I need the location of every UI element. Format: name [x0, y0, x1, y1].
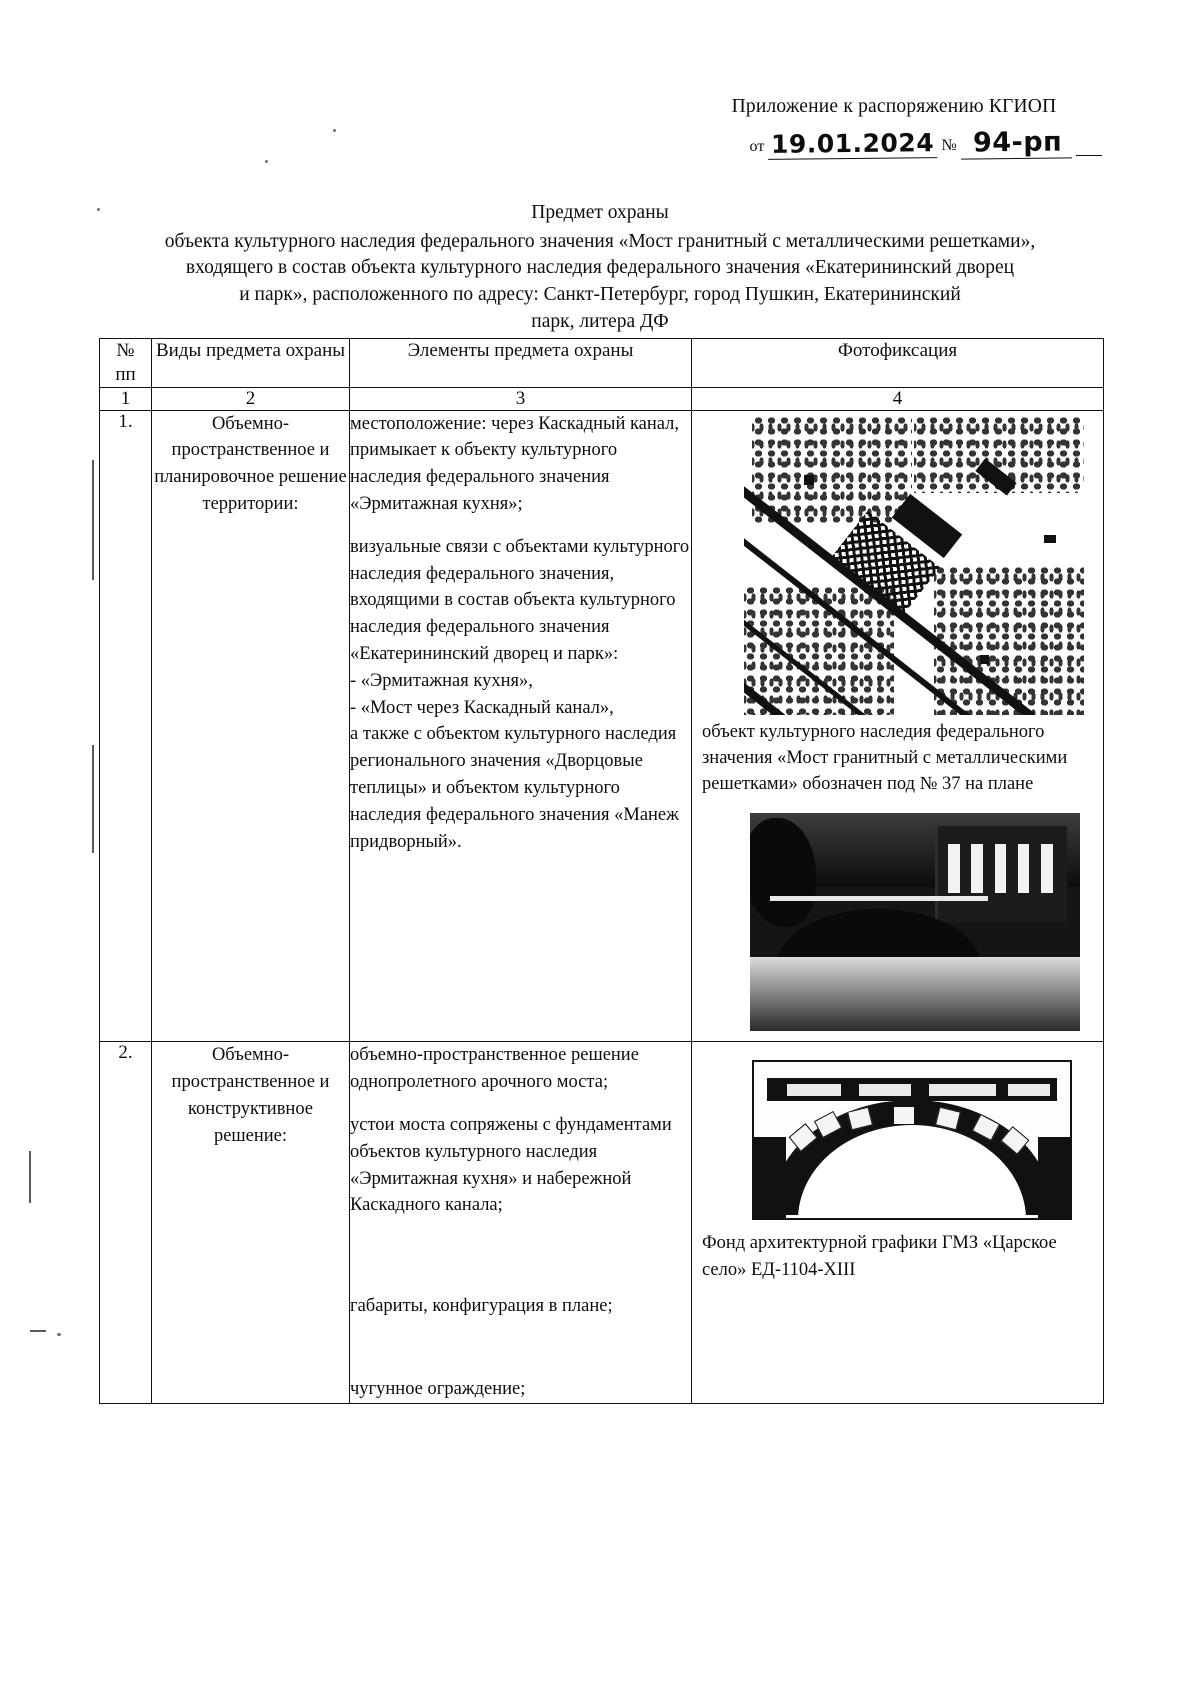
- archival-drawing-image: [752, 1060, 1072, 1221]
- column-header-kinds: Виды предмета охраны: [151, 338, 350, 388]
- scan-margin-mark: [92, 745, 94, 853]
- column-header-number: № пп: [99, 338, 152, 388]
- photo-caption: Фонд архитектурной графики ГМЗ «Царское …: [702, 1233, 1057, 1280]
- element-item: - «Эрмитажная кухня»,: [350, 670, 533, 691]
- column-header-photofixation: Фотофиксация: [691, 338, 1104, 388]
- from-label: от: [749, 138, 765, 155]
- title-line-3: и парк», расположенного по адресу: Санкт…: [239, 284, 961, 306]
- column-number-2: 2: [151, 386, 350, 411]
- scan-margin-mark: [30, 1330, 46, 1332]
- appendix-line: Приложение к распоряжению КГИОП: [731, 96, 1057, 117]
- row-kind: Объемно-пространственное и планировочное…: [151, 409, 350, 1043]
- order-number-handwritten: 94-рп: [960, 127, 1073, 160]
- scan-margin-mark: [29, 1151, 31, 1203]
- row-photofixation: Фонд архитектурной графики ГМЗ «Царское …: [691, 1041, 1104, 1404]
- row-index: 1.: [99, 409, 152, 1043]
- column-header-elements: Элементы предмета охраны: [349, 338, 692, 388]
- row-elements: объемно-пространственное решение однопро…: [349, 1041, 692, 1404]
- row-elements: местоположение: через Каскадный канал, п…: [349, 409, 692, 1043]
- plan-fragment-image: [744, 414, 1084, 715]
- column-number-3: 3: [349, 386, 692, 411]
- table-header-row: № пп Виды предмета охраны Элементы предм…: [99, 338, 1104, 388]
- element-item: местоположение: через Каскадный канал, п…: [350, 413, 680, 514]
- photo-caption: объект культурного наследия федерального…: [702, 721, 1068, 795]
- title-line-1: объекта культурного наследия федеральног…: [164, 230, 1036, 252]
- title-block: Предмет охраны объекта культурного насле…: [100, 200, 1100, 336]
- element-item: устои моста сопряжены с фундаментами объ…: [350, 1114, 672, 1216]
- element-item: габариты, конфигурация в плане;: [350, 1296, 613, 1317]
- row-kind: Объемно-пространственное и конструктивно…: [151, 1041, 350, 1404]
- scan-speck: [57, 1333, 61, 1336]
- row-photofixation: объект культурного наследия федерального…: [691, 409, 1104, 1043]
- protection-subject-table: № пп Виды предмета охраны Элементы предм…: [99, 338, 1104, 1404]
- element-item: - «Мост через Каскадный канал»,: [350, 697, 614, 718]
- column-number-4: 4: [691, 386, 1104, 411]
- table-row: 1. Объемно-пространственное и планировоч…: [99, 409, 1104, 1043]
- table-column-number-row: 1 2 3 4: [99, 386, 1104, 411]
- signature-rule: [1076, 155, 1102, 156]
- column-number-1: 1: [99, 386, 152, 411]
- scan-speck: [97, 208, 100, 211]
- title-line-2: входящего в состав объекта культурного н…: [185, 257, 1015, 279]
- scan-margin-mark: [92, 460, 94, 580]
- element-item: а также с объектом культурного наследия …: [350, 724, 679, 852]
- element-item: визуальные связи с объектами культурного…: [350, 536, 690, 664]
- order-date-handwritten: 19.01.2024: [768, 128, 938, 160]
- bridge-photograph: [750, 813, 1080, 1032]
- row-index: 2.: [99, 1041, 152, 1404]
- scan-speck: [333, 129, 336, 132]
- page-title: Предмет охраны: [531, 202, 669, 223]
- document-header: Приложение к распоряжению КГИОП от 19.01…: [684, 96, 1104, 160]
- table-row: 2. Объемно-пространственное и конструкти…: [99, 1041, 1104, 1404]
- element-item: объемно-пространственное решение однопро…: [350, 1045, 639, 1093]
- element-item: чугунное ограждение;: [350, 1378, 526, 1399]
- column-header-number-line1: №: [116, 340, 135, 361]
- title-line-4: парк, литера ДФ: [531, 310, 669, 332]
- column-header-number-line2: пп: [115, 363, 136, 385]
- number-label: №: [941, 137, 957, 154]
- order-reference: от 19.01.2024 № 94-рп: [684, 127, 1104, 160]
- scan-speck: [265, 160, 268, 163]
